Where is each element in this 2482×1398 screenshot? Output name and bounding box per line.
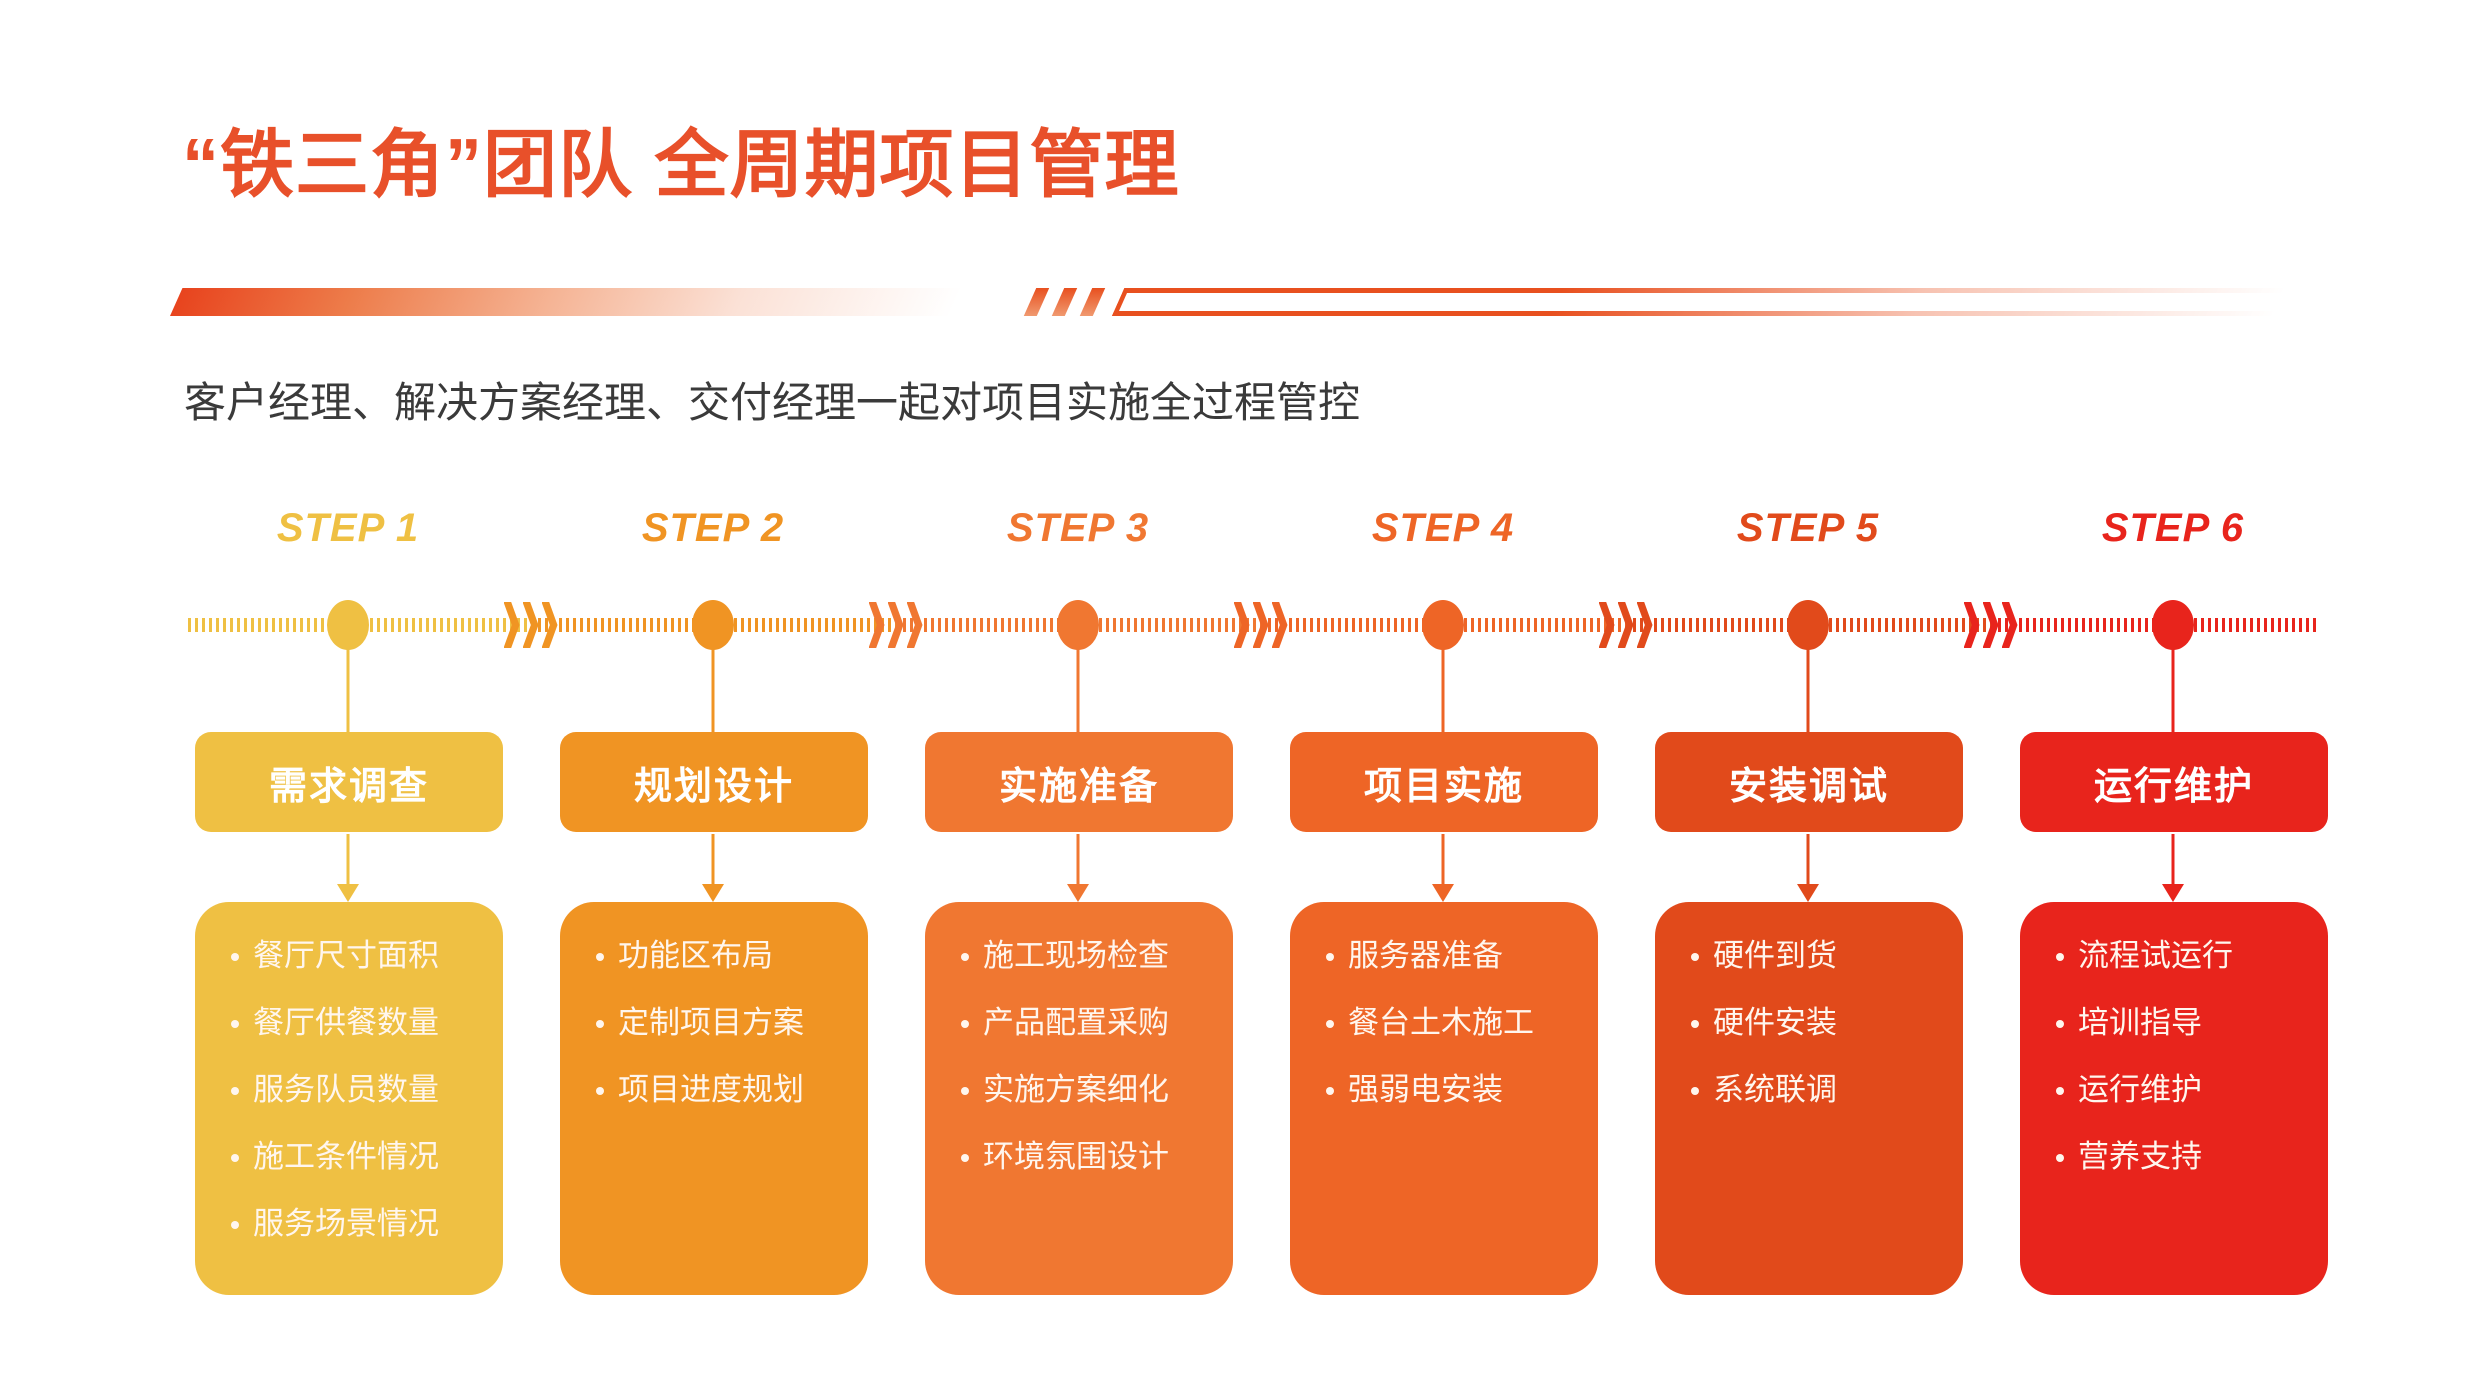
timeline-chevron-icon [868, 602, 923, 648]
timeline-dot[interactable] [692, 600, 734, 650]
step-title-text: 安装调试 [1728, 765, 1889, 808]
list-item: 服务队员数量 [227, 1074, 503, 1105]
list-item: 流程试运行 [2052, 940, 2328, 971]
step-number-label: STEP 4 [1371, 506, 1515, 550]
timeline-chevron-icon [1963, 602, 2018, 648]
list-item: 定制项目方案 [592, 1007, 868, 1038]
step-number-label: STEP 6 [2101, 506, 2245, 550]
step-detail-list: 服务器准备餐台土木施工强弱电安装 [1290, 940, 1598, 1105]
connector-arrowhead-icon [1432, 884, 1454, 902]
connector-arrowhead-icon [1067, 884, 1089, 902]
list-item: 运行维护 [2052, 1074, 2328, 1105]
step-number-label: STEP 3 [1006, 506, 1150, 550]
list-item: 功能区布局 [592, 940, 868, 971]
list-item: 服务场景情况 [227, 1208, 503, 1239]
connector-line-bottom [711, 834, 715, 898]
list-item: 强弱电安装 [1322, 1074, 1598, 1105]
step-title-text: 实施准备 [998, 765, 1159, 808]
step-detail-card: 施工现场检查产品配置采购实施方案细化环境氛围设计 [925, 902, 1233, 1295]
connector-arrowhead-icon [702, 884, 724, 902]
step-title-text: 运行维护 [2093, 765, 2254, 808]
timeline-chevron-icon [1598, 602, 1653, 648]
decoration-gradient-bar [170, 288, 963, 316]
page-title: “铁三角”团队 全周期项目管理 [182, 123, 1180, 206]
connector-line-top [346, 646, 350, 756]
list-item: 餐厅供餐数量 [227, 1007, 503, 1038]
step-detail-list: 硬件到货硬件安装系统联调 [1655, 940, 1963, 1105]
list-item: 实施方案细化 [957, 1074, 1233, 1105]
step-detail-card: 硬件到货硬件安装系统联调 [1655, 902, 1963, 1295]
timeline-dot[interactable] [327, 600, 369, 650]
list-item: 项目进度规划 [592, 1074, 868, 1105]
list-item: 施工条件情况 [227, 1141, 503, 1172]
step-title-card[interactable]: 规划设计 [560, 732, 868, 832]
timeline-dot[interactable] [2152, 600, 2194, 650]
list-item: 餐台土木施工 [1322, 1007, 1598, 1038]
timeline-dot[interactable] [1787, 600, 1829, 650]
step-title-card[interactable]: 安装调试 [1655, 732, 1963, 832]
step-number-label: STEP 1 [276, 506, 420, 550]
decoration-slash-icon [1051, 288, 1078, 316]
page-subtitle: 客户经理、解决方案经理、交付经理一起对项目实施全过程管控 [184, 379, 1361, 426]
step-detail-list: 功能区布局定制项目方案项目进度规划 [560, 940, 868, 1105]
step-detail-list: 餐厅尺寸面积餐厅供餐数量服务队员数量施工条件情况服务场景情况 [195, 940, 503, 1239]
list-item: 培训指导 [2052, 1007, 2328, 1038]
connector-line-bottom [1806, 834, 1810, 898]
list-item: 硬件安装 [1687, 1007, 1963, 1038]
timeline-dot[interactable] [1422, 600, 1464, 650]
list-item: 营养支持 [2052, 1141, 2328, 1172]
step-title-text: 规划设计 [633, 765, 794, 808]
timeline-chevron-icon [1233, 602, 1288, 648]
list-item: 服务器准备 [1322, 940, 1598, 971]
connector-line-bottom [346, 834, 350, 898]
connector-line-top [1076, 646, 1080, 756]
connector-line-bottom [1441, 834, 1445, 898]
list-item: 产品配置采购 [957, 1007, 1233, 1038]
decoration-outline-bar [1111, 288, 2415, 316]
timeline-chevron-icon [503, 602, 558, 648]
step-title-card[interactable]: 运行维护 [2020, 732, 2328, 832]
step-detail-list: 流程试运行培训指导运行维护营养支持 [2020, 940, 2328, 1172]
connector-line-top [1806, 646, 1810, 756]
connector-line-top [2171, 646, 2175, 756]
step-detail-card: 服务器准备餐台土木施工强弱电安装 [1290, 902, 1598, 1295]
step-detail-card: 餐厅尺寸面积餐厅供餐数量服务队员数量施工条件情况服务场景情况 [195, 902, 503, 1295]
connector-arrowhead-icon [337, 884, 359, 902]
list-item: 施工现场检查 [957, 940, 1233, 971]
step-detail-card: 功能区布局定制项目方案项目进度规划 [560, 902, 868, 1295]
step-detail-card: 流程试运行培训指导运行维护营养支持 [2020, 902, 2328, 1295]
step-title-text: 项目实施 [1363, 765, 1524, 808]
connector-line-bottom [1076, 834, 1080, 898]
title-decoration [170, 282, 2420, 326]
list-item: 系统联调 [1687, 1074, 1963, 1105]
list-item: 餐厅尺寸面积 [227, 940, 503, 971]
list-item: 环境氛围设计 [957, 1141, 1233, 1172]
step-title-card[interactable]: 实施准备 [925, 732, 1233, 832]
step-number-label: STEP 2 [641, 506, 785, 550]
connector-line-top [1441, 646, 1445, 756]
step-title-card[interactable]: 项目实施 [1290, 732, 1598, 832]
connector-line-bottom [2171, 834, 2175, 898]
timeline-dot[interactable] [1057, 600, 1099, 650]
connector-line-top [711, 646, 715, 756]
step-detail-list: 施工现场检查产品配置采购实施方案细化环境氛围设计 [925, 940, 1233, 1172]
decoration-slash-icon [1023, 288, 1050, 316]
connector-arrowhead-icon [2162, 884, 2184, 902]
decoration-slash-icon [1079, 288, 1106, 316]
connector-arrowhead-icon [1797, 884, 1819, 902]
step-number-label: STEP 5 [1736, 506, 1880, 550]
step-title-card[interactable]: 需求调查 [195, 732, 503, 832]
process-timeline: STEP 1 STEP 2 STEP 3 STEP 4 STEP 5 STEP 6 [0, 506, 2482, 650]
step-title-text: 需求调查 [268, 765, 429, 808]
list-item: 硬件到货 [1687, 940, 1963, 971]
